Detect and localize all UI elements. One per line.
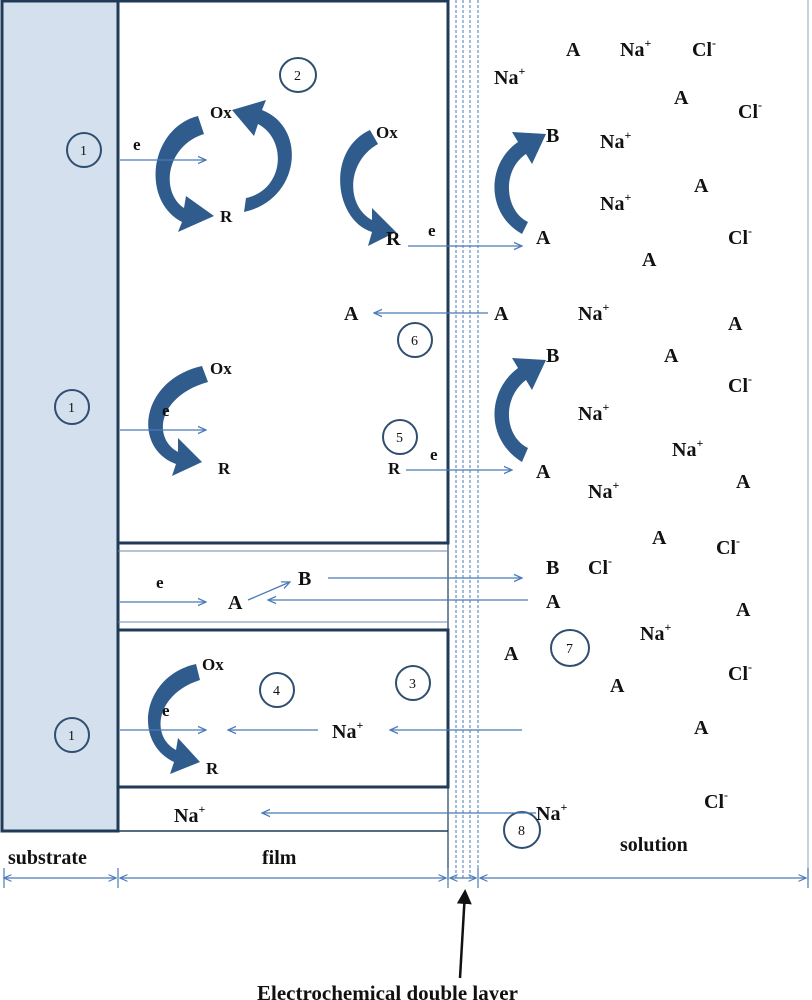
e-lower: e	[162, 701, 170, 720]
sol-na-6: Na+	[578, 400, 609, 425]
sol-a-10: A	[736, 471, 751, 493]
sol-na-7: Na+	[672, 436, 703, 461]
ox-lower: Ox	[202, 655, 224, 674]
sol-b-3: B	[546, 557, 559, 579]
sol-na-5: Na+	[578, 300, 609, 325]
film-label: film	[262, 847, 297, 869]
double-layer-pointer-arrow	[456, 889, 472, 979]
sol-a-3: A	[694, 175, 709, 197]
sol-cl-1: Cl-	[692, 36, 716, 61]
e-mid-right: e	[430, 445, 438, 464]
a-film-mid: A	[344, 303, 359, 325]
process-circles	[54, 57, 590, 849]
sol-a-16: A	[694, 717, 709, 739]
a-channel: A	[228, 592, 243, 614]
process-number-7: 7	[566, 642, 573, 657]
ox-cycle2: Ox	[210, 103, 232, 122]
sol-a-6: A	[494, 303, 509, 325]
process-number-1b: 1	[68, 401, 75, 416]
r-cycle2: R	[220, 207, 233, 226]
sol-na-10: Na+	[536, 800, 567, 825]
sol-a-12: A	[546, 591, 561, 613]
double-layer-lines	[455, 0, 479, 880]
e-mid: e	[162, 401, 170, 420]
substrate-region	[0, 0, 120, 833]
sol-a-8: A	[664, 345, 679, 367]
curved-redox-arrows	[148, 100, 546, 774]
sol-cl-8: Cl-	[704, 788, 728, 813]
sol-cl-2: Cl-	[738, 98, 762, 123]
sol-a-1: A	[566, 39, 581, 61]
r-upper-right: R	[386, 228, 401, 250]
e-upper-right: e	[428, 221, 436, 240]
e-channel: e	[156, 573, 164, 592]
sol-a-2: A	[674, 87, 689, 109]
sol-a-11: A	[652, 527, 667, 549]
ox-mid: Ox	[210, 359, 232, 378]
sol-a-5: A	[642, 249, 657, 271]
sol-b-1: B	[546, 125, 559, 147]
na-bottom-channel: Na+	[174, 802, 205, 827]
sol-a-14: A	[504, 643, 519, 665]
process-number-8: 8	[518, 824, 525, 839]
process-number-4: 4	[273, 684, 280, 699]
sol-cl-7: Cl-	[728, 660, 752, 685]
sol-a-15: A	[610, 675, 625, 697]
sol-na-8: Na+	[588, 478, 619, 503]
process-number-2: 2	[294, 69, 301, 84]
film-lower-box	[116, 628, 450, 789]
sol-a-4: A	[536, 227, 551, 249]
na-lower: Na+	[332, 718, 363, 743]
sol-cl-3: Cl-	[728, 224, 752, 249]
process-number-1a: 1	[80, 144, 87, 159]
r-mid: R	[218, 459, 231, 478]
film-upper-box	[116, 0, 450, 545]
sol-cl-4: Cl-	[728, 372, 752, 397]
r-mid-right: R	[388, 459, 401, 478]
transport-arrows	[120, 160, 536, 813]
sol-a-7: A	[728, 313, 743, 335]
sol-na-3: Na+	[600, 128, 631, 153]
r-lower: R	[206, 759, 219, 778]
process-number-6: 6	[411, 334, 418, 349]
sol-a-13: A	[736, 599, 751, 621]
sol-a-9: A	[536, 461, 551, 483]
process-number-5: 5	[396, 431, 403, 446]
sol-na-9: Na+	[640, 620, 671, 645]
process-number-1c: 1	[68, 729, 75, 744]
ox-upper-right: Ox	[376, 123, 398, 142]
solution-label: solution	[620, 834, 688, 856]
substrate-label: substrate	[8, 847, 87, 869]
sol-b-2: B	[546, 345, 559, 367]
process-number-3: 3	[409, 677, 416, 692]
sol-cl-5: Cl-	[716, 534, 740, 559]
e-upper: e	[133, 135, 141, 154]
sol-cl-6: Cl-	[588, 554, 612, 579]
sol-na-1: Na+	[620, 36, 651, 61]
dimension-arrows	[4, 868, 809, 888]
sol-na-2: Na+	[494, 64, 525, 89]
b-channel: B	[298, 568, 311, 590]
double-layer-caption: Electrochemical double layer	[257, 981, 518, 1000]
sol-na-4: Na+	[600, 190, 631, 215]
